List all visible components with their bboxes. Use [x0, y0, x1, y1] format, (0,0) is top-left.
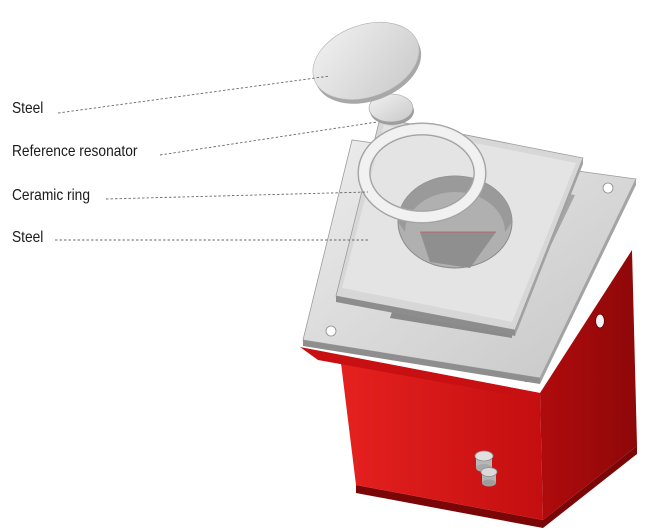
- label-reference-resonator: Reference resonator: [12, 143, 137, 161]
- leader-steel-top: [58, 76, 330, 113]
- side-hole: [596, 314, 605, 328]
- label-steel-bottom: Steel: [12, 229, 43, 247]
- label-ceramic-ring: Ceramic ring: [12, 187, 90, 205]
- plate-hole-bl: [326, 326, 336, 336]
- steel-disc-icon: [302, 8, 432, 117]
- label-steel-top: Steel: [12, 100, 43, 118]
- leader-reference-resonator: [160, 122, 377, 155]
- leader-ceramic-ring: [106, 192, 368, 199]
- plate-hole-tr: [603, 183, 613, 193]
